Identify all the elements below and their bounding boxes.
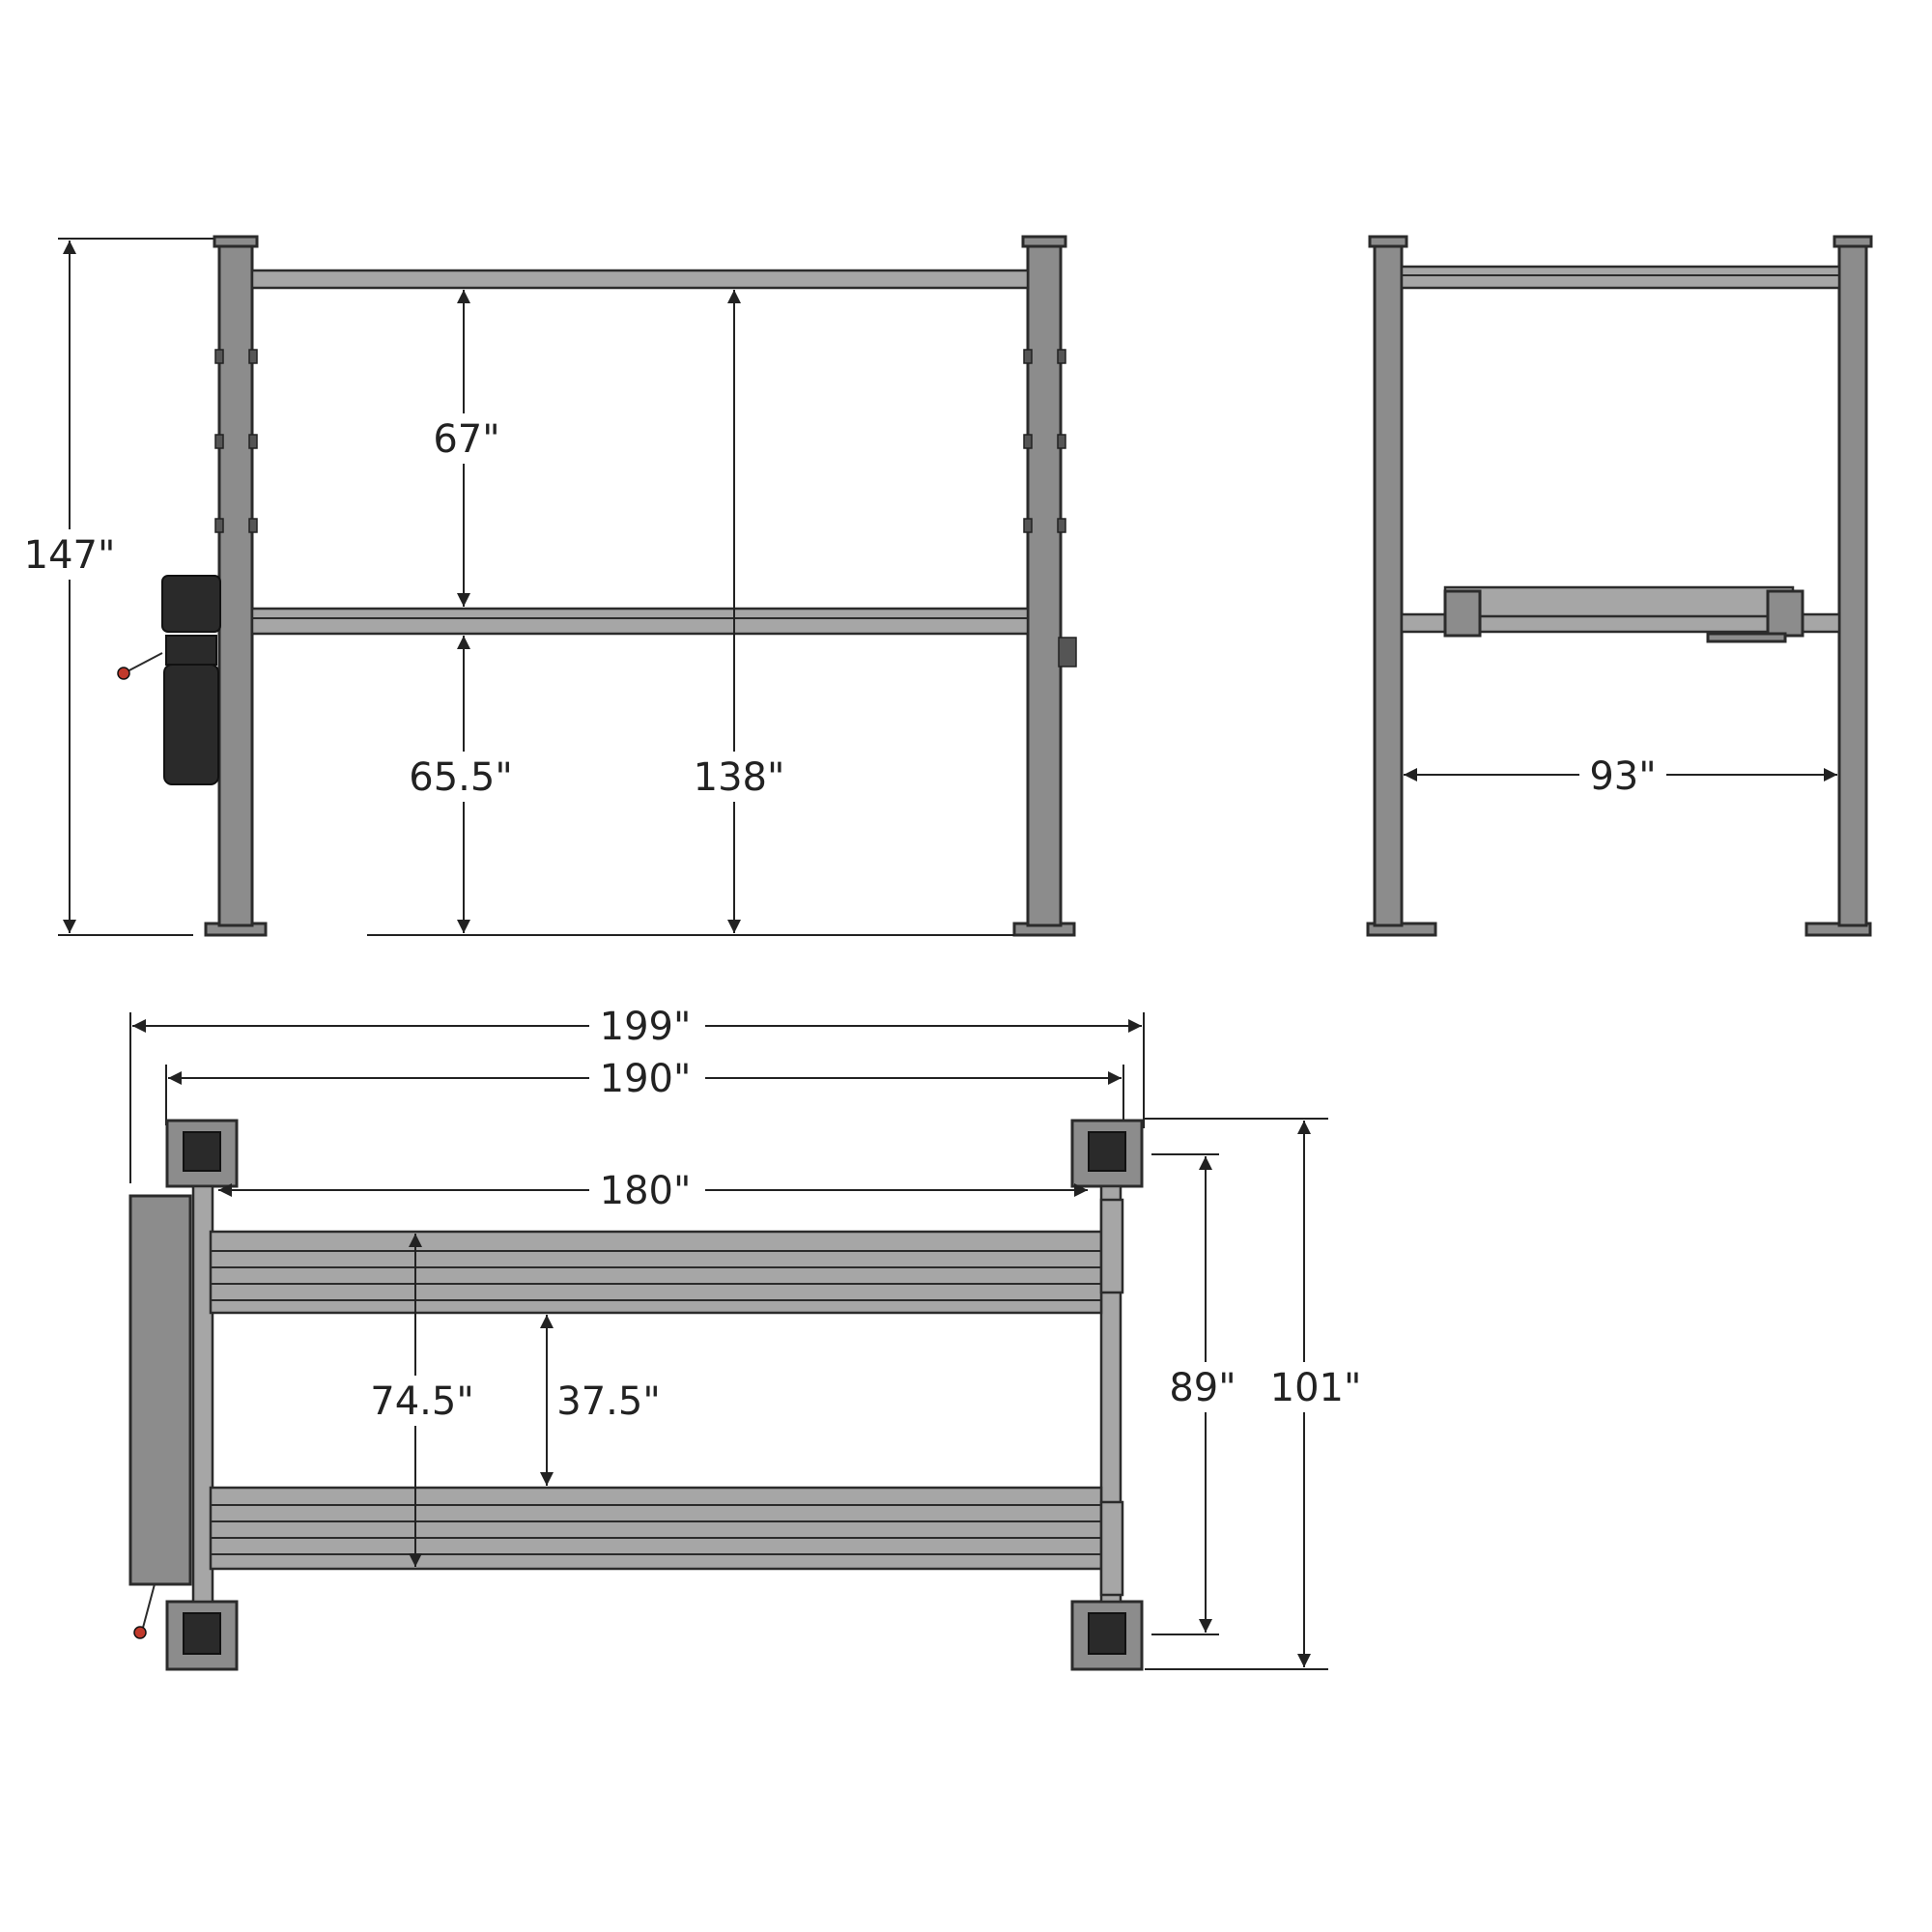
dim-89: 89": [1169, 1366, 1236, 1410]
front-view: 147" 67" 65.5" 138": [19, 235, 1077, 937]
side-left-column: [1373, 242, 1404, 927]
side-right-column: [1837, 242, 1868, 927]
dim-101: 101": [1270, 1366, 1362, 1410]
power-unit-housing: [128, 1194, 192, 1586]
dim-138: 138": [694, 755, 785, 800]
dim-67: 67": [433, 417, 499, 462]
dim-147: 147": [24, 533, 116, 578]
dim-65-5: 65.5": [409, 755, 512, 800]
dim-180: 180": [600, 1169, 692, 1213]
side-view: 93": [1366, 235, 1873, 937]
front-left-column: [217, 242, 254, 927]
top-view: 199" 190" 180" 74.5" 37.5" 89" 101": [128, 1001, 1362, 1671]
dim-190: 190": [600, 1057, 692, 1101]
front-top-crossbar: [250, 269, 1030, 290]
power-unit: [117, 575, 221, 785]
dim-37-5: 37.5": [556, 1379, 660, 1424]
dim-199: 199": [600, 1005, 692, 1049]
dim-74-5: 74.5": [370, 1379, 473, 1424]
front-runway-crossbar: [250, 607, 1030, 636]
dim-93: 93": [1589, 754, 1656, 799]
runway-bottom: [209, 1486, 1103, 1571]
front-right-column: [1026, 242, 1063, 927]
